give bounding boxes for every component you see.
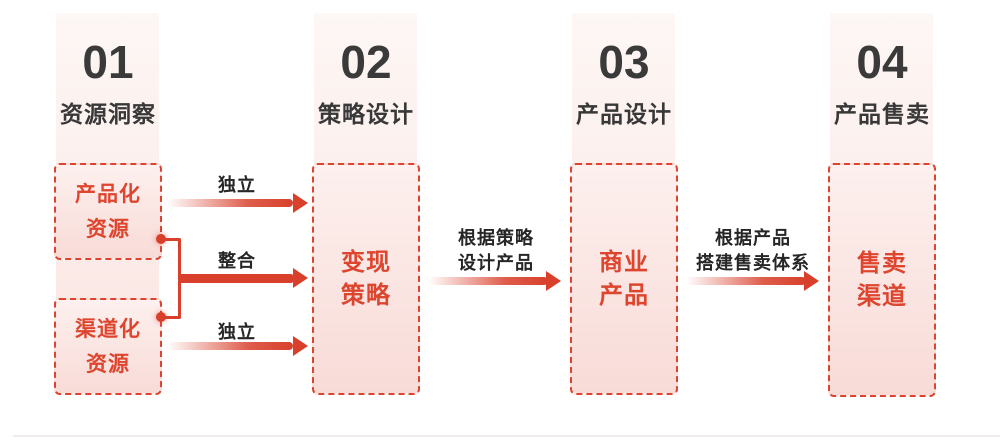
step-number: 02 <box>340 36 392 88</box>
step-title: 产品设计 <box>576 101 672 127</box>
arrow-product-to-sales <box>686 277 806 285</box>
arrow-label-strategy-to-product: 根据策略 设计产品 <box>416 226 576 276</box>
box-label-line: 策略 <box>341 282 391 309</box>
step-header-3: 03 产品设计 <box>544 36 704 129</box>
box-label-line: 渠道化 <box>75 317 141 341</box>
box-label-line: 售卖 <box>857 250 907 277</box>
step-number: 01 <box>82 36 134 88</box>
arrow-merge <box>179 274 293 283</box>
step-title: 策略设计 <box>318 101 414 127</box>
box-monetization-strategy: 变现 策略 <box>312 163 420 395</box>
step-header-4: 04 产品售卖 <box>802 36 962 129</box>
arrow-label-product-to-sales: 根据产品 搭建售卖体系 <box>673 226 833 276</box>
arrowhead-icon <box>293 336 308 356</box>
box-commercial-product: 商业 产品 <box>570 163 678 395</box>
step-title: 资源洞察 <box>60 101 156 127</box>
arrow-label-independent-bottom: 独立 <box>218 322 256 342</box>
arrow-independent-bottom <box>167 342 293 350</box>
box-label-line: 产品 <box>599 282 649 309</box>
box-label-line: 渠道 <box>857 283 907 310</box>
arrow-label-line: 设计产品 <box>458 253 534 273</box>
box-channelized-resources: 渠道化 资源 <box>54 298 162 395</box>
box-sales-channel: 售卖 渠道 <box>828 163 936 397</box>
arrowhead-icon <box>293 268 308 288</box>
arrow-label-line: 根据产品 <box>715 228 791 248</box>
arrowhead-icon <box>546 271 561 291</box>
step-title: 产品售卖 <box>834 101 930 127</box>
connector-stub-top <box>160 238 180 241</box>
arrow-strategy-to-product <box>428 277 548 285</box>
arrow-label-merge: 整合 <box>218 251 256 271</box>
box-label-line: 资源 <box>86 352 130 376</box>
box-label-line: 商业 <box>599 249 649 276</box>
arrowhead-icon <box>293 193 308 213</box>
step-header-2: 02 策略设计 <box>286 36 446 129</box>
step-number: 04 <box>856 36 908 88</box>
box-label-line: 资源 <box>86 217 130 241</box>
box-productized-resources: 产品化 资源 <box>54 163 162 260</box>
arrow-label-independent-top: 独立 <box>218 175 256 195</box>
connector-stub-bottom <box>160 316 180 319</box>
arrow-independent-top <box>167 199 293 207</box>
arrowhead-icon <box>804 271 819 291</box>
arrow-label-line: 根据策略 <box>458 228 534 248</box>
box-label-line: 产品化 <box>75 182 141 206</box>
bottom-divider <box>13 435 1000 437</box>
step-number: 03 <box>598 36 650 88</box>
box-label-line: 变现 <box>341 249 391 276</box>
step-header-1: 01 资源洞察 <box>28 36 188 129</box>
arrow-label-line: 搭建售卖体系 <box>696 253 810 273</box>
